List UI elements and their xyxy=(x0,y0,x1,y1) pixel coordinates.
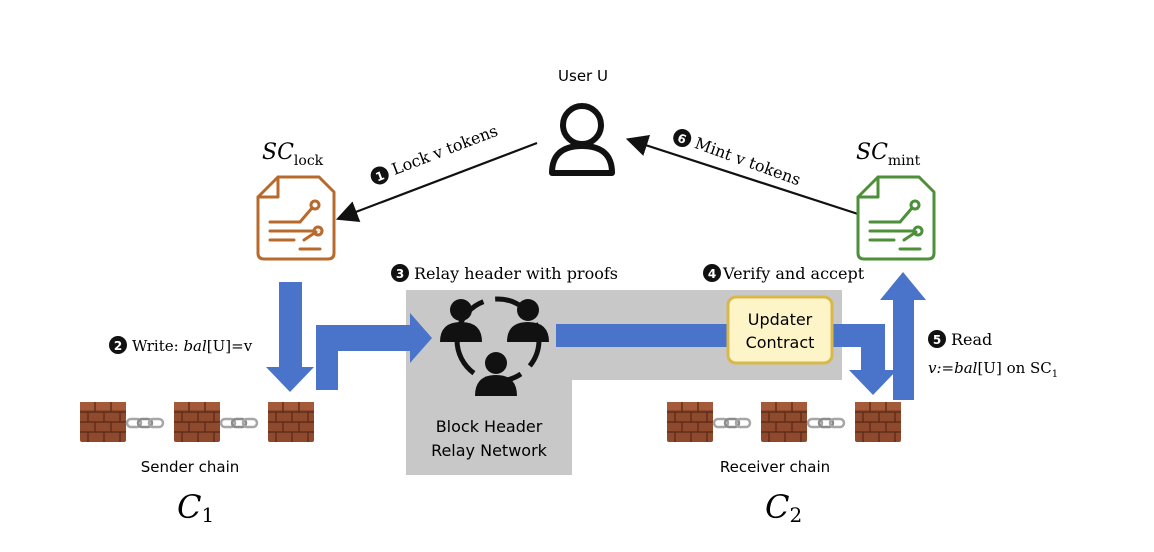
step-2-label: 2 Write: bal[U]=v xyxy=(109,336,253,355)
sender-chain-icon xyxy=(79,401,315,443)
read-up-arrow xyxy=(880,272,926,400)
contract-document-icon-lock xyxy=(256,175,336,261)
relay-label-line2: Relay Network xyxy=(431,441,548,460)
svg-text:Verify and accept: Verify and accept xyxy=(722,264,865,283)
svg-text:Lock v tokens: Lock v tokens xyxy=(389,121,500,179)
user-icon xyxy=(549,103,615,176)
receiver-chain-icon xyxy=(666,401,902,443)
svg-text:Relay header with proofs: Relay header with proofs xyxy=(414,264,618,283)
svg-text:4: 4 xyxy=(708,267,716,281)
svg-text:5: 5 xyxy=(933,333,941,347)
updater-label-line1: Updater xyxy=(748,310,813,329)
step-6-label: 6 Mint v tokens xyxy=(673,129,803,189)
contract-document-icon-mint xyxy=(856,175,936,261)
step-3-label: 3 Relay header with proofs xyxy=(391,264,618,283)
sc-mint-label: SCmint xyxy=(856,140,921,169)
step-1-label: 1 Lock v tokens xyxy=(370,121,500,185)
svg-text:Read: Read xyxy=(951,330,992,349)
svg-text:v:=bal[U] on SC1: v:=bal[U] on SC1 xyxy=(928,359,1058,380)
updater-contract-box xyxy=(726,295,834,365)
step-5-badge xyxy=(928,330,946,348)
lock-arrow-line xyxy=(335,141,538,223)
step-3-badge xyxy=(391,264,409,282)
svg-text:Write: bal[U]=v: Write: bal[U]=v xyxy=(132,337,253,355)
step-5-label: 5 Read v:=bal[U] on SC1 xyxy=(928,330,1058,380)
svg-text:2: 2 xyxy=(114,339,122,353)
user-label: User U xyxy=(558,67,608,85)
sender-chain-symbol: C1 xyxy=(177,488,214,527)
sc-lock-label: SClock xyxy=(262,140,324,169)
updater-label-line2: Contract xyxy=(746,333,815,352)
receiver-chain-label: Receiver chain xyxy=(720,458,830,476)
sender-chain-label: Sender chain xyxy=(141,458,240,476)
receiver-chain-symbol: C2 xyxy=(765,488,802,527)
relay-network-icon xyxy=(440,296,549,396)
svg-text:3: 3 xyxy=(396,267,404,281)
step-4-label: 4 Verify and accept xyxy=(703,264,865,283)
step-2-badge xyxy=(109,336,127,354)
step-1-badge xyxy=(370,166,389,185)
relay-in-arrow xyxy=(316,313,432,390)
mint-arrow-line xyxy=(625,134,859,216)
relay-label-line1: Block Header xyxy=(436,417,543,436)
svg-text:Mint v tokens: Mint v tokens xyxy=(692,133,803,189)
step-4-badge xyxy=(703,264,721,282)
write-down-arrow xyxy=(266,282,314,392)
step-6-badge xyxy=(673,129,692,148)
